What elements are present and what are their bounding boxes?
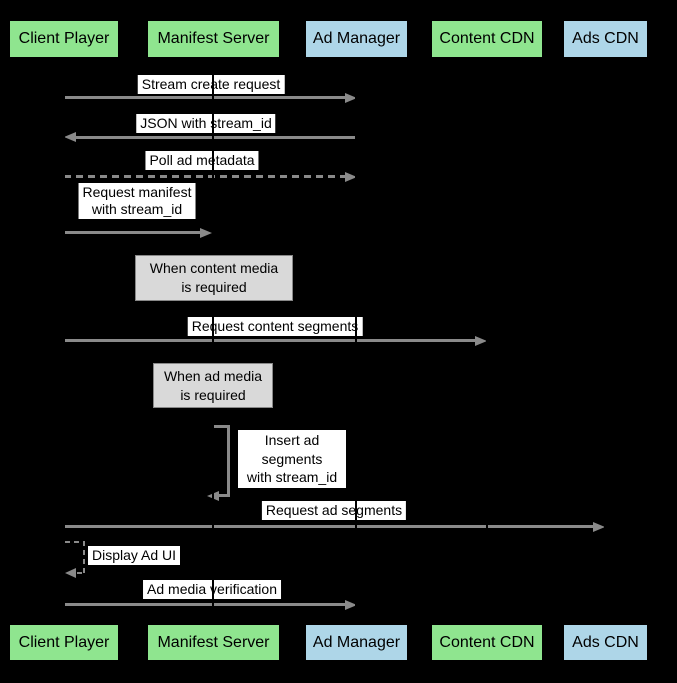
lifeline-content-cdn — [486, 57, 488, 625]
message-label-poll-ad-metadata: Poll ad metadata — [145, 151, 259, 170]
message-arrow-request-content-segments — [64, 339, 475, 342]
lifeline-ads-cdn — [604, 57, 606, 625]
arrowhead-left-icon — [64, 132, 76, 142]
message-label-insert-ad-segments: Insert ad segments with stream_id — [238, 430, 346, 488]
participant-client-player-bottom: Client Player — [10, 625, 118, 660]
note-when-content-media: When content media is required — [135, 255, 293, 301]
self-loop-display-ad-bottom — [77, 572, 85, 574]
message-label-stream-create-request: Stream create request — [137, 75, 285, 94]
self-loop-insert-ad-bottom — [217, 494, 230, 497]
message-arrow-ad-media-verification — [64, 603, 347, 606]
message-label-request-manifest: Request manifest with stream_id — [78, 183, 196, 219]
self-loop-display-ad-top — [65, 541, 85, 543]
arrowhead-right-icon — [345, 600, 357, 610]
arrowhead-right-icon — [345, 93, 357, 103]
self-loop-display-ad-side — [83, 541, 85, 574]
message-label-request-content-segments: Request content segments — [187, 317, 363, 336]
arrowhead-right-icon — [475, 336, 487, 346]
lifeline-client-player — [63, 57, 65, 625]
participant-manifest-server-top: Manifest Server — [148, 21, 279, 57]
message-label-display-ad-ui: Display Ad UI — [88, 546, 181, 565]
message-arrow-poll-ad-metadata — [64, 175, 345, 178]
message-label-json-with-stream-id: JSON with stream_id — [136, 114, 276, 133]
participant-client-player-top: Client Player — [10, 21, 118, 57]
note-when-ad-media: When ad media is required — [153, 363, 273, 408]
self-loop-insert-ad-top — [214, 425, 230, 428]
participant-content-cdn-top: Content CDN — [432, 21, 542, 57]
arrowhead-left-icon — [65, 568, 76, 578]
lifeline-ad-manager — [355, 57, 357, 625]
participant-ad-manager-top: Ad Manager — [306, 21, 407, 57]
arrowhead-right-icon — [593, 522, 605, 532]
message-arrow-stream-create-request — [64, 96, 347, 99]
participant-ad-manager-bottom: Ad Manager — [306, 625, 407, 660]
message-arrow-json-with-stream-id — [74, 136, 356, 139]
arrowhead-right-icon — [345, 172, 357, 182]
self-loop-insert-ad-side — [227, 425, 230, 497]
participant-content-cdn-bottom: Content CDN — [432, 625, 542, 660]
lifeline-manifest-server — [212, 57, 214, 625]
participant-manifest-server-bottom: Manifest Server — [148, 625, 279, 660]
participant-ads-cdn-bottom: Ads CDN — [564, 625, 647, 660]
message-label-request-ad-segments: Request ad segments — [261, 501, 407, 520]
participant-ads-cdn-top: Ads CDN — [564, 21, 647, 57]
message-arrow-request-ad-segments — [64, 525, 595, 528]
arrowhead-right-icon — [200, 228, 212, 238]
message-arrow-request-manifest — [64, 231, 202, 234]
